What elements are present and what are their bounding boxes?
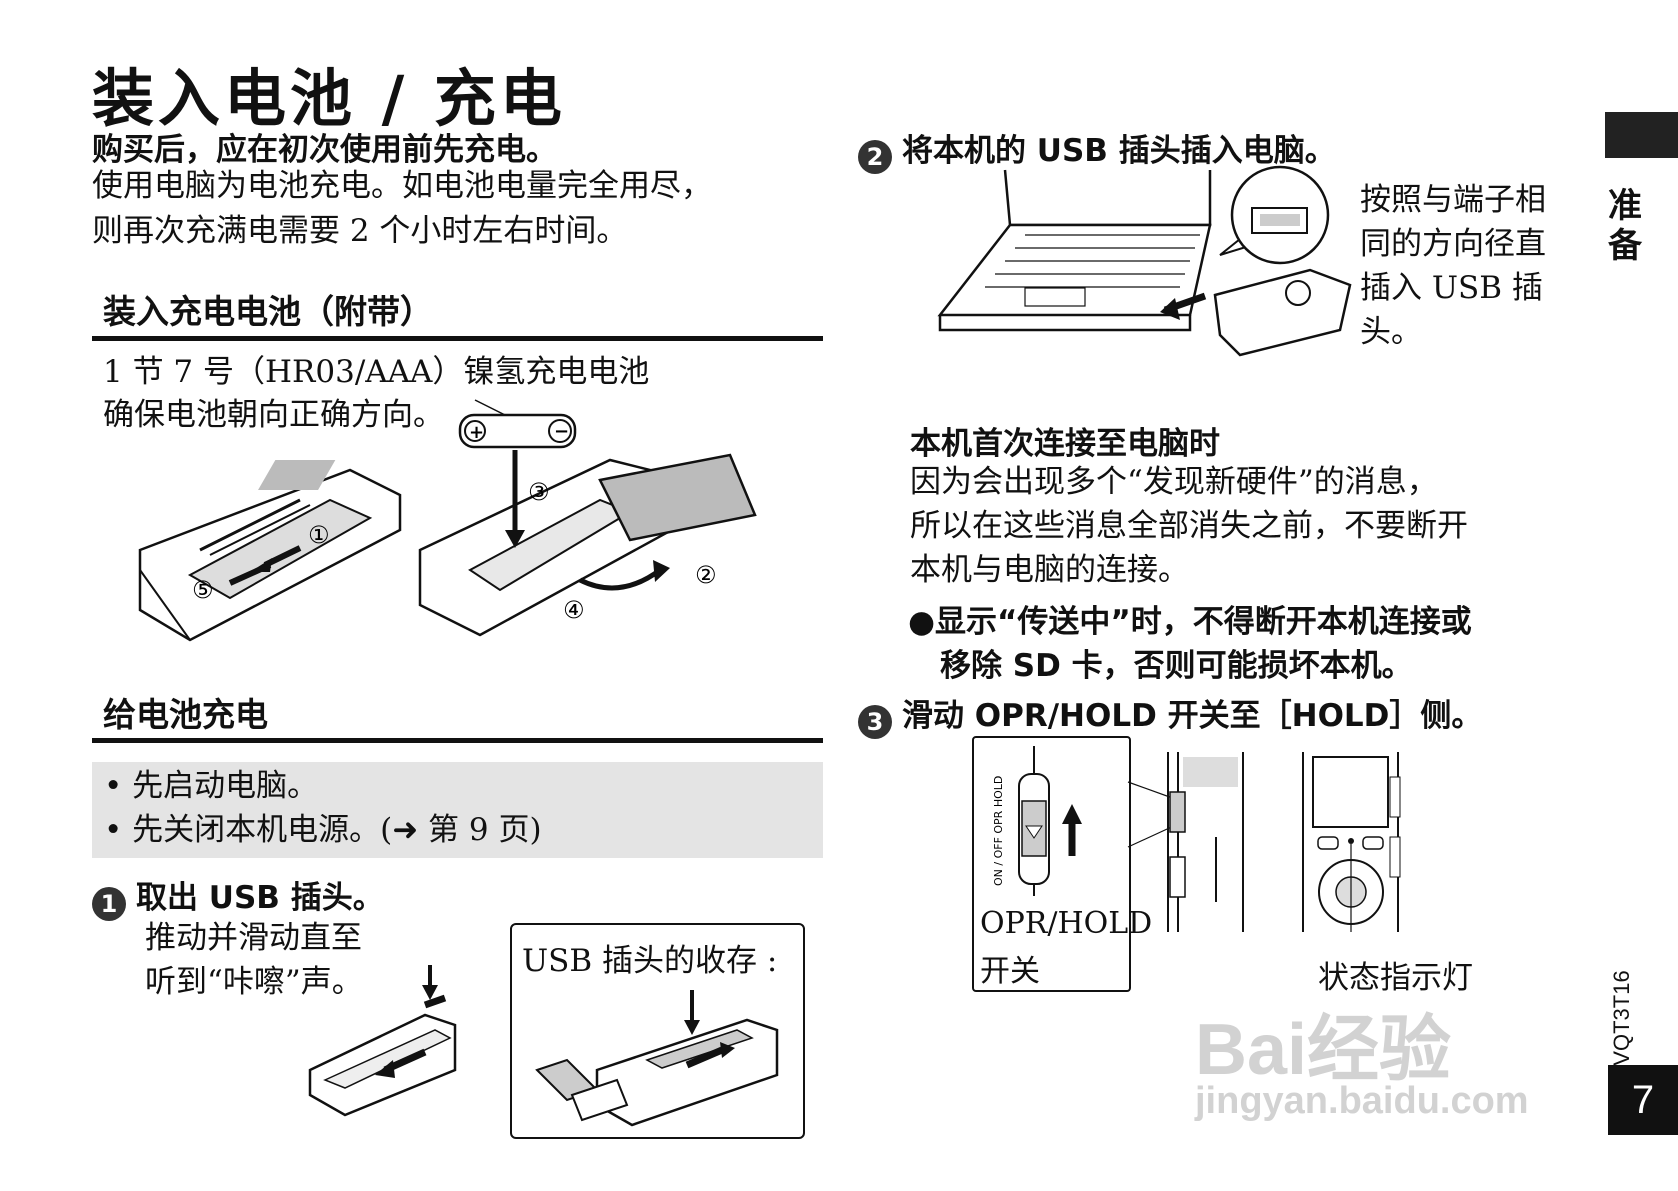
section-heading-charge: 给电池充电 [103,695,268,734]
precondition-bullet-1: • 先启动电脑。 [104,768,319,804]
first-connect-heading: 本机首次连接至电脑时 [910,426,1220,462]
switch-label-line-2: 开关 [980,954,1040,989]
intro-bold: 购买后，应在初次使用前先充电。 [92,132,557,168]
step-3-number: 3 [858,704,892,739]
section-rule [92,738,823,743]
watermark-url: jingyan.baidu.com [1195,1080,1529,1122]
recorder-detail-illustration [1127,752,1401,932]
usb-note-line-2: 同的方向径直 [1360,226,1546,262]
side-tab-char-1: 准 [1608,186,1642,226]
first-connect-line-1: 因为会出现多个“发现新硬件”的消息， [910,464,1438,500]
battery-spec: 1 节 7 号（HR03/AAA）镍氢充电电池 [103,354,650,390]
intro-line-1: 使用电脑为电池充电。如电池电量完全用尽， [92,168,712,204]
step-1-heading: 1 取出 USB 插头。 [92,872,384,921]
step-1-line-1: 推动并滑动直至 [145,920,362,956]
usb-eject-illustration [308,965,457,1117]
step-1-number: 1 [92,886,126,921]
watermark-brand: Bai经验 [1195,1010,1452,1090]
marker-2: ② [695,561,717,589]
recorder-open-illustration [418,453,757,637]
transfer-warning-line-1: ●显示“传送中”时，不得断开本机连接或 [908,604,1472,640]
status-indicator-label: 状态指示灯 [1318,960,1473,996]
usb-storage-box: USB 插头的收存 : [510,923,805,1139]
opr-hold-switch-box: ON / OFF OPR HOLD OPR/HOLD 开关 [972,736,1152,992]
precondition-bullet-2: • 先关闭本机电源。(➜ 第 9 页) [104,812,542,848]
marker-1: ① [308,521,330,549]
usb-note-line-1: 按照与端子相 [1360,182,1546,218]
section-rule [92,336,823,341]
document-code: VQT3T16 [1609,970,1634,1066]
battery-install-illustration: ① ⑤ + − ③ ② ④ [138,399,757,642]
recorder-closed-illustration [138,460,402,642]
svg-text:+: + [469,422,484,443]
side-tab-char-2: 备 [1608,226,1642,266]
section-heading-battery: 装入充电电池（附带） [103,292,433,331]
battery-orientation-note: 确保电池朝向正确方向。 [103,397,444,433]
step-1-line-2: 听到“咔嚓”声。 [145,964,363,1000]
page-title: 装入电池 / 充电 [92,62,566,135]
step-2-number: 2 [858,139,892,174]
opr-hold-switch-illustration: ON / OFF OPR HOLD [992,746,1082,896]
marker-5: ⑤ [192,576,214,604]
step-1-title: 取出 USB 插头。 [136,880,384,916]
battery-icon: + − [458,413,577,449]
usb-note-line-3: 插入 USB 插 [1360,270,1543,306]
usb-note-line-4: 头。 [1360,314,1422,350]
page-number: 7 [1608,1065,1678,1135]
first-connect-line-2: 所以在这些消息全部消失之前，不要断开 [910,508,1468,544]
transfer-warning-line-2: 移除 SD 卡，否则可能损坏本机。 [940,648,1413,684]
precondition-box: • 先启动电脑。 • 先关闭本机电源。(➜ 第 9 页) [92,762,823,858]
marker-3: ③ [528,478,550,506]
svg-text:−: − [554,421,569,442]
usb-storage-label: USB 插头的收存 : [522,943,778,979]
first-connect-line-3: 本机与电脑的连接。 [910,552,1189,588]
step-2-heading: 2 将本机的 USB 插头插入电脑。 [858,125,1336,174]
marker-4: ④ [563,596,585,624]
side-tab-marker [1605,112,1678,158]
switch-label-line-1: OPR/HOLD [980,906,1153,941]
intro-line-2: 则再次充满电需要 2 个小时左右时间。 [92,213,628,249]
usb-storage-illustration [535,990,779,1127]
step-3-title: 滑动 OPR/HOLD 开关至［HOLD］侧。 [902,698,1483,734]
switch-side-text: ON / OFF OPR HOLD [992,776,1005,886]
step-3-heading: 3 滑动 OPR/HOLD 开关至［HOLD］侧。 [858,690,1482,739]
step-2-title: 将本机的 USB 插头插入电脑。 [902,133,1336,169]
laptop-usb-illustration [937,165,1352,357]
